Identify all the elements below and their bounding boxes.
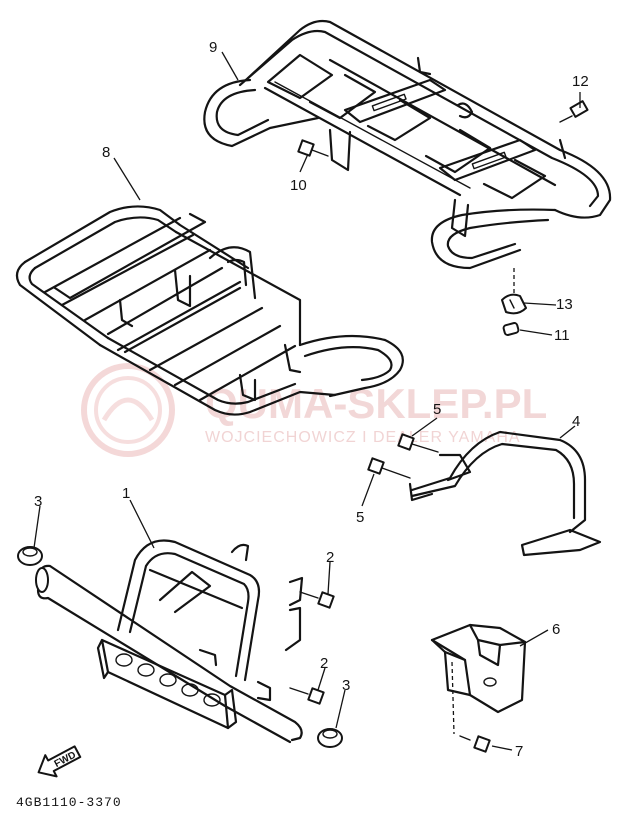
watermark-subtitle: WOJCIECHOWICZ I DEALER YAMAHA: [205, 429, 521, 446]
callout-5a: 5: [433, 401, 441, 418]
bolt-part-10: [297, 139, 329, 157]
callout-5b: 5: [356, 509, 364, 526]
callout-8: 8: [102, 144, 110, 161]
callout-6: 6: [552, 621, 560, 638]
diagram-code: 4GB1110-3370: [16, 795, 122, 810]
bolt-part-7: [459, 735, 491, 753]
spacer-part-11: [502, 322, 520, 336]
watermark-logo-icon: [81, 363, 175, 457]
leader-lines: [33, 51, 581, 751]
callout-10: 10: [290, 177, 307, 194]
callout-11: 11: [554, 327, 570, 344]
callout-4: 4: [572, 413, 580, 430]
callout-7: 7: [515, 743, 523, 760]
callout-2b: 2: [320, 655, 328, 672]
callout-2a: 2: [326, 549, 334, 566]
fwd-badge-label: FWD: [53, 750, 78, 770]
cap-part-3a: [17, 546, 43, 566]
cap-part-3b: [317, 728, 343, 748]
bolt-part-2a: [299, 591, 335, 609]
fwd-arrow-icon: FWD: [37, 745, 82, 778]
bracket-part-6: [430, 623, 527, 714]
bolt-part-2b: [289, 687, 325, 705]
front-guard-part-1: [35, 539, 304, 744]
stay-part-4: [408, 430, 602, 557]
collar-part-13: [501, 293, 527, 315]
bolt-part-5a: [397, 433, 439, 453]
callout-3b: 3: [342, 677, 350, 694]
callout-1: 1: [122, 485, 130, 502]
callout-3a: 3: [34, 493, 42, 510]
watermark: QUMA-SKLEP.PL WOJCIECHOWICZ I DEALER YAM…: [81, 363, 547, 457]
bolt-part-12: [559, 100, 589, 123]
callout-12: 12: [572, 73, 589, 90]
callouts: 9 8 12 10 13 11 4 5 5 1 3 2 2 3 6 7: [34, 39, 589, 760]
rear-carrier-part-9: [203, 19, 612, 270]
callout-13: 13: [556, 296, 573, 313]
watermark-title: QUMA-SKLEP.PL: [205, 380, 547, 427]
bolt-part-5b: [367, 457, 411, 479]
callout-9: 9: [209, 39, 217, 56]
front-carrier-part-8: [15, 205, 404, 416]
